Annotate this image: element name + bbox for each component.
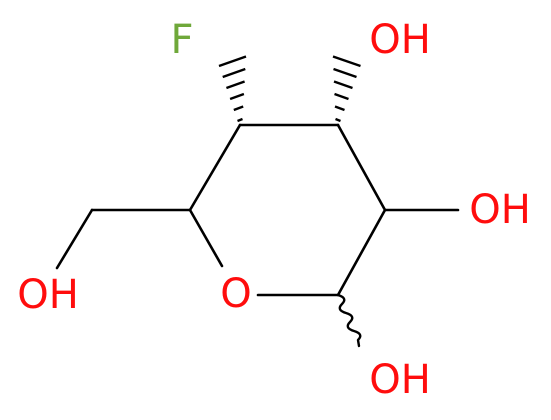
wavy-bond-c1-oh [336, 293, 362, 348]
bond-ch2-oh [55, 208, 94, 270]
hydroxyl-label-c2: OH [469, 187, 531, 233]
hashed-wedge-c3-oh [332, 55, 361, 123]
ring-oxygen-label: O [220, 271, 251, 317]
bond-c2-c1 [336, 208, 387, 297]
fluorine-label: F [170, 17, 193, 63]
hydroxyl-label-c3: OH [369, 17, 431, 63]
anomeric-hydroxyl-label: OH [369, 357, 431, 403]
bond-c5-c4 [188, 123, 242, 212]
bond-o-c5 [188, 208, 224, 268]
hydroxymethyl-oh-label: OH [17, 272, 79, 318]
hashed-wedge-c4-f [218, 55, 247, 123]
bond-c3-c2 [336, 123, 387, 212]
